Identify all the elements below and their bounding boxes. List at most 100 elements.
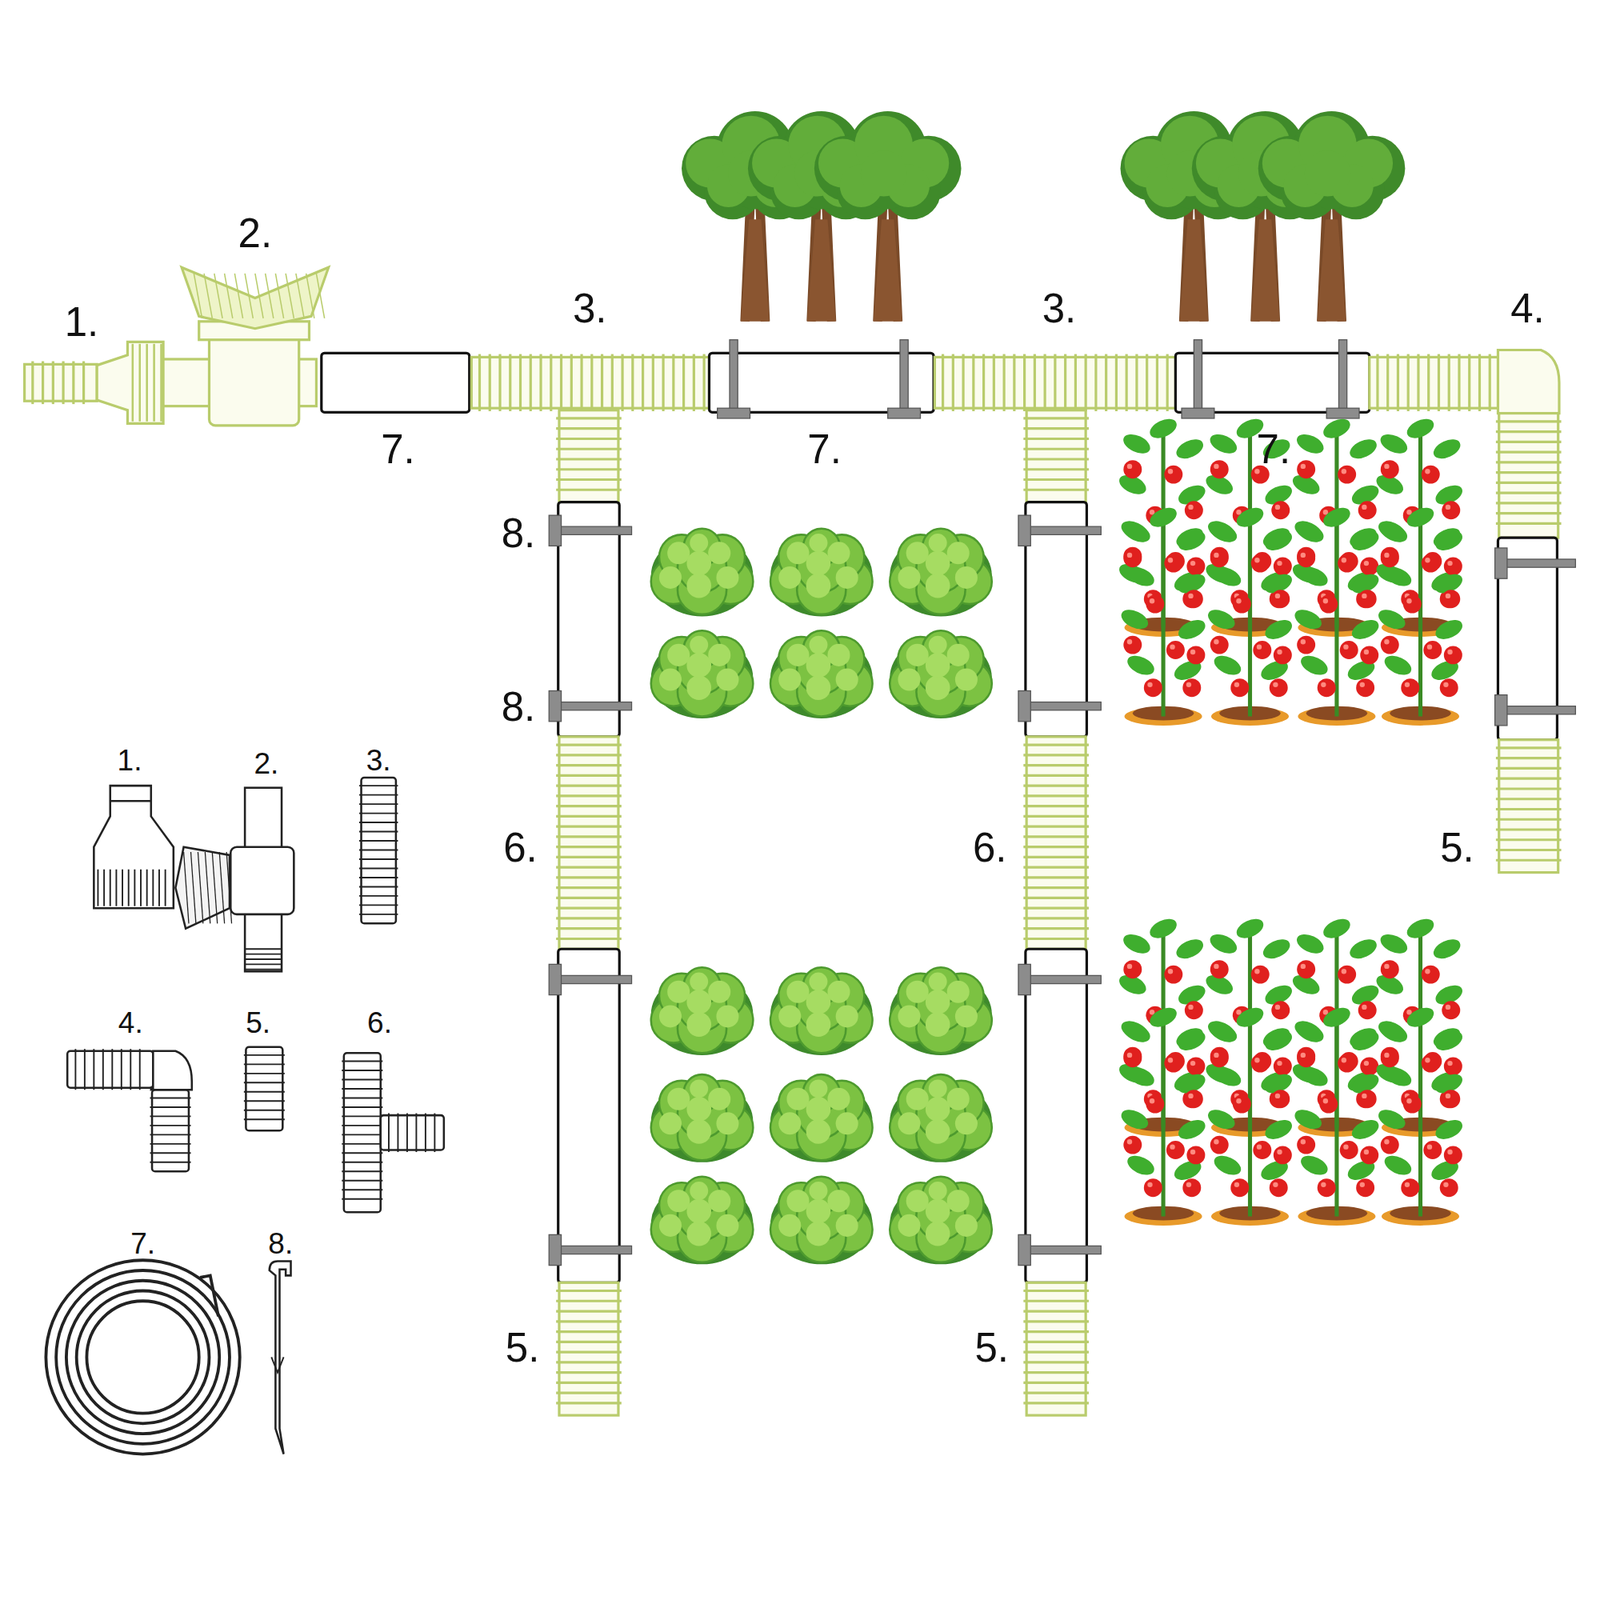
callout-number: 3. [1042, 288, 1077, 329]
valve-body [208, 332, 299, 426]
drip-tube [321, 352, 470, 412]
tomato-plant [1203, 415, 1296, 637]
callout-number: 2. [238, 212, 273, 253]
callout-number: 7. [380, 428, 416, 470]
lettuce [770, 528, 873, 617]
tomato-plant [1203, 504, 1296, 726]
lettuce [651, 967, 754, 1056]
callout-number: 2. [253, 748, 279, 779]
grip-rib [145, 344, 148, 422]
callout-number: 5. [975, 1326, 1010, 1368]
handle-grid [265, 273, 274, 319]
handle-grid [285, 273, 294, 319]
ground-stake [1495, 548, 1576, 579]
tomato-plant [1289, 504, 1382, 726]
part-valve [175, 788, 294, 972]
tomato-plant [1116, 1004, 1208, 1226]
tomato-plant [1116, 504, 1208, 726]
tomato-plant [1289, 415, 1382, 637]
lettuce [770, 1176, 873, 1265]
callout-number: 4. [118, 1008, 144, 1038]
part-end-plug [244, 1047, 285, 1132]
ribbed-connector [934, 354, 1176, 412]
handle-grid [224, 273, 233, 319]
callout-number: 1. [117, 745, 143, 776]
callout-number: 4. [1510, 288, 1545, 329]
ground-stake [717, 340, 751, 419]
handle-grid [275, 273, 284, 319]
callout-number: 3. [366, 745, 392, 776]
handle-grid [204, 273, 212, 319]
ground-stake [548, 1234, 632, 1265]
tomato-plant [1116, 915, 1208, 1137]
grip-rib [138, 344, 141, 422]
lettuce [770, 1074, 873, 1163]
callout-number: 3. [572, 288, 608, 329]
ground-stake [1018, 515, 1101, 546]
ground-stake [1018, 1234, 1101, 1265]
handle-grid [316, 273, 324, 319]
handle-grid [193, 273, 202, 319]
lettuce [651, 528, 754, 617]
callout-number: 7. [807, 428, 842, 470]
grip-rib [132, 344, 135, 422]
ribbed-connector [556, 736, 622, 949]
callout-number: 5. [1440, 826, 1475, 868]
tomato-plant [1373, 1004, 1466, 1226]
callout-number: 6. [972, 826, 1008, 868]
elbow-connector [1497, 350, 1560, 414]
ground-stake [888, 340, 921, 419]
part-elbow [67, 1048, 192, 1172]
ground-stake [1018, 964, 1101, 995]
ribbed-connector [24, 361, 98, 405]
lettuce [651, 1176, 754, 1265]
lettuce [889, 1176, 992, 1265]
handle-grid [296, 273, 304, 319]
lettuce [651, 1074, 754, 1163]
callout-number: 7. [130, 1228, 156, 1258]
callout-number: 8. [268, 1228, 293, 1258]
lettuce [889, 1074, 992, 1163]
ribbed-connector [1023, 1282, 1089, 1416]
ribbed-connector [1496, 740, 1562, 873]
lettuce [889, 630, 992, 719]
grip-rib [152, 344, 156, 422]
callout-number: 5. [245, 1008, 271, 1038]
handle-grid [306, 273, 315, 319]
drip-tube [558, 948, 620, 1283]
callout-number: 7. [1256, 428, 1292, 470]
ribbed-connector [1496, 413, 1562, 539]
ribbed-connector [556, 1282, 622, 1416]
handle-grid [244, 273, 253, 319]
part-tee [341, 1052, 444, 1212]
lettuce [770, 630, 873, 719]
ribbed-connector [556, 410, 622, 503]
callout-number: 8. [501, 685, 536, 727]
ribbed-connector [1023, 410, 1089, 503]
tomato-plant [1373, 915, 1466, 1137]
callout-number: 8. [501, 512, 536, 553]
part-stake [269, 1261, 292, 1455]
tomato-plant [1203, 1004, 1296, 1226]
tomato-plant [1373, 415, 1466, 637]
ground-stake [1181, 340, 1215, 419]
ground-stake [548, 691, 632, 722]
tree [814, 111, 962, 322]
lettuce [889, 967, 992, 1056]
ground-stake [1018, 691, 1101, 722]
lettuce [770, 967, 873, 1056]
part-tap-connector [93, 785, 173, 908]
lettuce [889, 528, 992, 617]
part-connector [359, 777, 398, 924]
tomato-plant [1373, 504, 1466, 726]
tree [1258, 111, 1406, 322]
tap-connector [96, 341, 164, 424]
tomato-plant [1116, 415, 1208, 637]
part-drip-tube-coil [45, 1260, 240, 1454]
ribbed-connector [1023, 736, 1089, 949]
callout-number: 6. [503, 826, 538, 868]
ribbed-connector [471, 354, 709, 412]
lettuce [651, 630, 754, 719]
handle-grid [234, 273, 243, 319]
drip-tube [1025, 948, 1088, 1283]
